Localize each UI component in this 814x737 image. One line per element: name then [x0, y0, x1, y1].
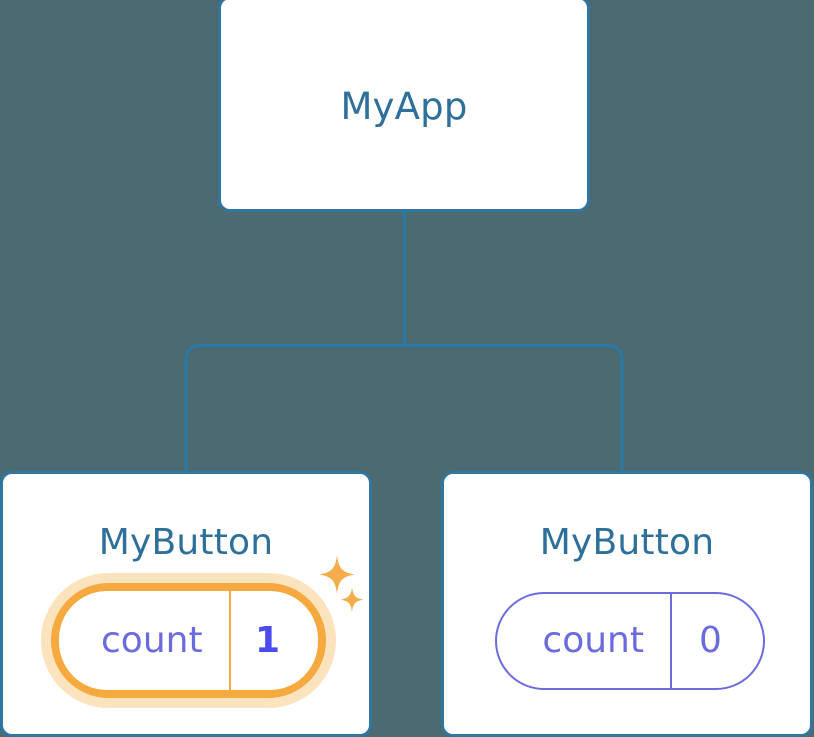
prop-chip-highlighted[interactable]: count 1: [41, 573, 336, 708]
node-card-mybutton-left[interactable]: MyButton count 1: [0, 471, 372, 737]
connector-branch-left: [184, 344, 405, 472]
node-title-myapp: MyApp: [340, 85, 468, 128]
prop-chip-body-left: count 1: [57, 589, 320, 692]
prop-value-right: 0: [670, 594, 763, 688]
node-title-mybutton-left: MyButton: [98, 522, 274, 563]
node-card-mybutton-right[interactable]: MyButton count 0: [441, 471, 813, 737]
connector-branch-right: [404, 344, 624, 472]
prop-chip-idle[interactable]: count 0: [495, 592, 765, 690]
prop-key-left: count: [101, 619, 203, 661]
prop-value-left: 1: [228, 591, 319, 690]
prop-key-right: count: [542, 620, 644, 661]
prop-chip-glow-outer: count 1: [41, 573, 336, 708]
node-card-myapp[interactable]: MyApp: [218, 0, 590, 212]
prop-chip-body-right: count 0: [495, 592, 765, 690]
node-title-mybutton-right: MyButton: [539, 522, 715, 563]
